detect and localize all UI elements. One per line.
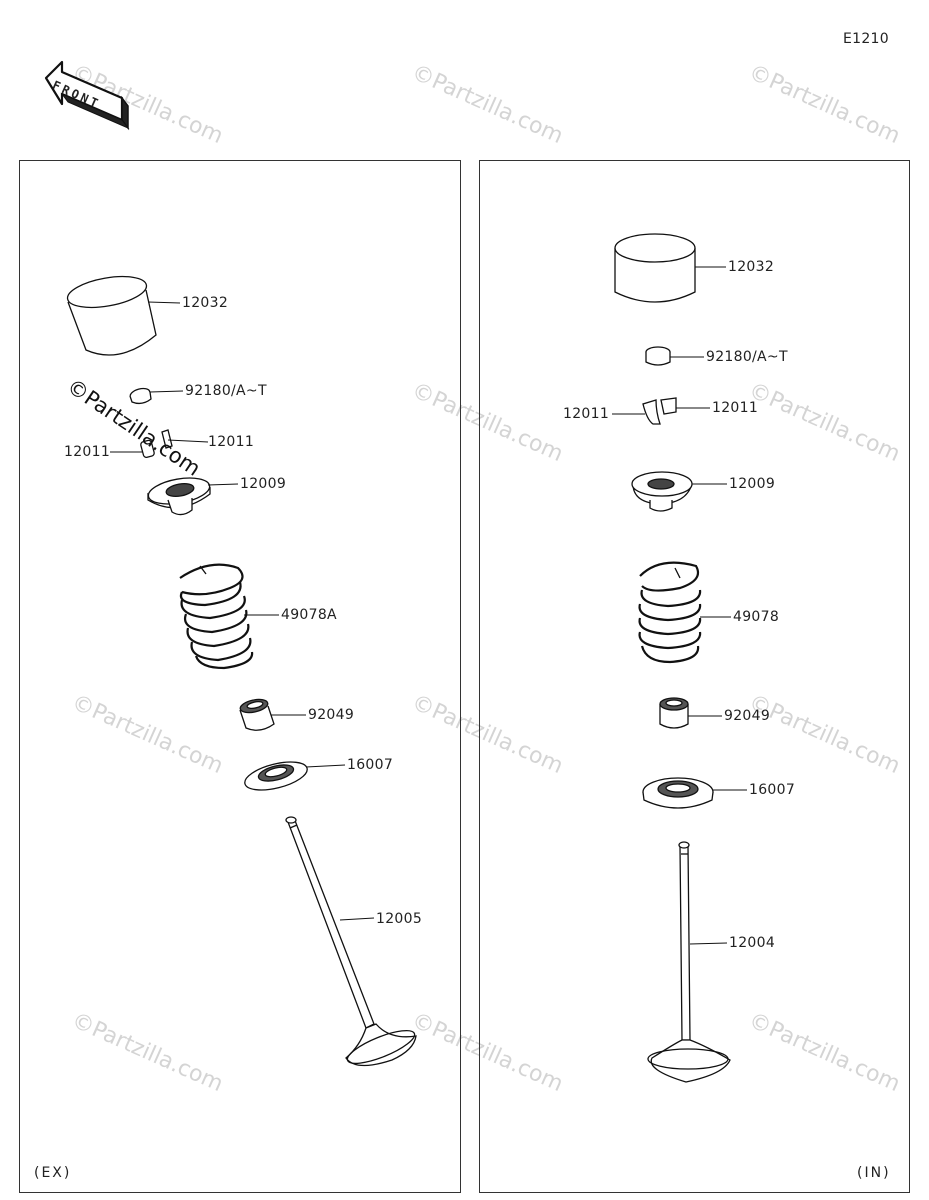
part-number-seal: 92049 xyxy=(308,707,355,723)
part-number-cotter: 12011 xyxy=(208,434,255,450)
panel-caption-ex: (EX) xyxy=(34,1165,72,1181)
intake-panel xyxy=(479,160,910,1193)
panel-caption-in: (IN) xyxy=(857,1165,891,1181)
front-arrow-icon xyxy=(44,60,130,131)
diagram-code: E1210 xyxy=(843,31,889,47)
exhaust-panel xyxy=(19,160,461,1193)
part-number-cotter: 12011 xyxy=(563,406,610,422)
part-number-tappet: 12032 xyxy=(728,259,775,275)
part-number-seat: 16007 xyxy=(749,782,796,798)
part-number-seal: 92049 xyxy=(724,708,771,724)
part-number-retainer: 12009 xyxy=(729,476,776,492)
part-number-spring: 49078 xyxy=(733,609,780,625)
part-number-valve: 12005 xyxy=(376,911,423,927)
part-number-shim: 92180/A~T xyxy=(706,349,788,365)
part-number-spring: 49078A xyxy=(281,607,337,623)
part-number-shim: 92180/A~T xyxy=(185,383,267,399)
part-number-cotter: 12011 xyxy=(712,400,759,416)
part-number-valve: 12004 xyxy=(729,935,776,951)
part-number-retainer: 12009 xyxy=(240,476,287,492)
part-number-seat: 16007 xyxy=(347,757,394,773)
part-number-cotter: 12011 xyxy=(64,444,111,460)
part-number-tappet: 12032 xyxy=(182,295,229,311)
